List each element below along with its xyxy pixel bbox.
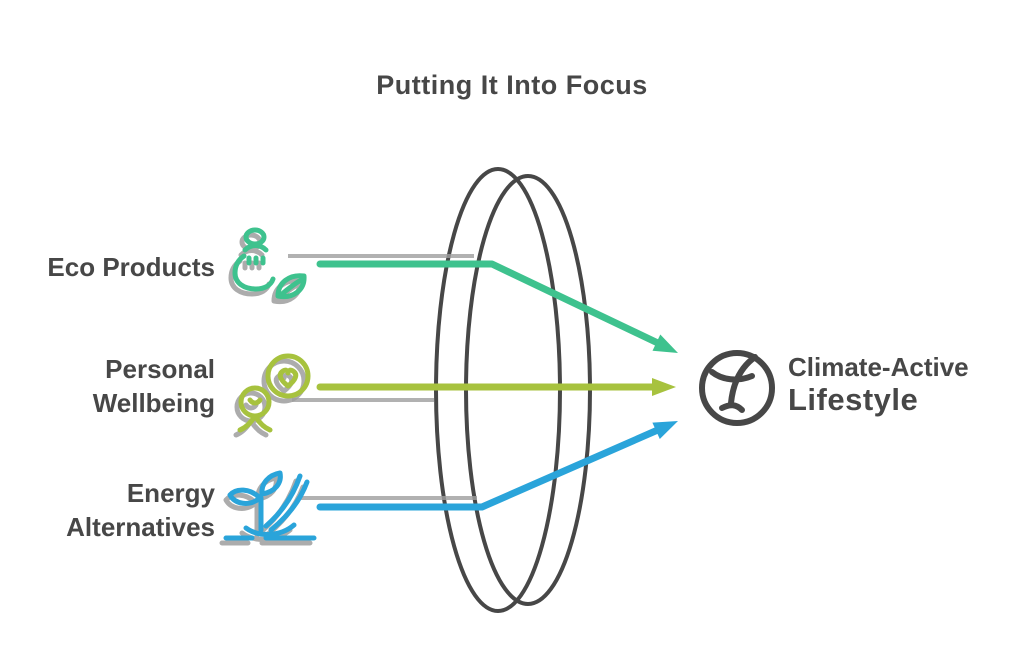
ray-green-arrowhead [652, 334, 678, 353]
ray-blue [316, 425, 664, 511]
output-label-climate-active-lifestyle: Climate-Active Lifestyle [788, 352, 969, 418]
output-label-line2: Lifestyle [788, 382, 919, 417]
sprout-icon [220, 468, 320, 558]
input-label-line: Energy [126, 478, 215, 508]
ray-olive-arrowhead [652, 378, 676, 396]
diagram-title: Putting It Into Focus [376, 70, 648, 100]
jar-leaf-icon [226, 226, 316, 311]
globe-icon [699, 350, 775, 426]
input-label-eco-products: Eco Products [0, 252, 215, 282]
input-label-energy-alternatives: Energy Alternatives [0, 476, 215, 544]
ray-shadows [288, 254, 477, 500]
input-label-line: Personal [105, 354, 215, 384]
input-label-line: Alternatives [66, 512, 215, 542]
input-label-personal-wellbeing: Personal Wellbeing [0, 352, 215, 420]
output-label-line1: Climate-Active [788, 352, 969, 382]
input-label-line: Eco Products [47, 252, 215, 282]
ray-blue-arrowhead [652, 421, 678, 439]
person-heart-icon [226, 350, 326, 440]
input-label-line: Wellbeing [92, 388, 215, 418]
ray-green [316, 260, 666, 349]
